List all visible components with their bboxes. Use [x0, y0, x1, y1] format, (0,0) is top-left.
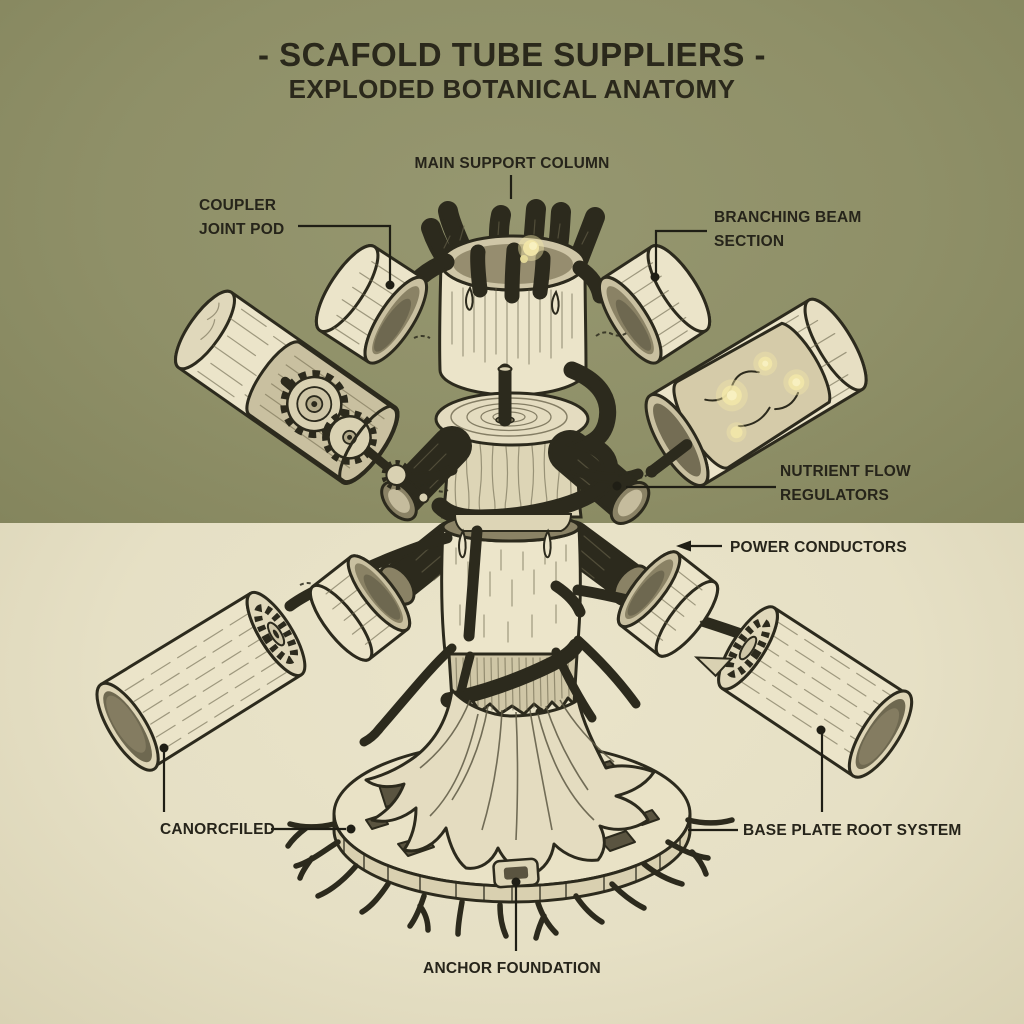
drum-grain: [451, 287, 573, 367]
page-title: - SCAFOLD TUBE SUPPLIERS -: [257, 36, 767, 73]
label-base-plate-root-system: BASE PLATE ROOT SYSTEM: [743, 822, 962, 839]
base-plate-root-system-drawing: [285, 688, 735, 941]
crown-branches: [421, 199, 605, 278]
nutrient-flow-regulators-drawing: [644, 297, 868, 488]
label-main-support-column: MAIN SUPPORT COLUMN: [414, 155, 610, 172]
label-coupler-joint-pod: COUPLER JOINT POD: [199, 197, 285, 238]
page-subtitle: EXPLODED BOTANICAL ANATOMY: [288, 73, 736, 104]
trunk-upper-section: [434, 363, 590, 519]
root-ridges: [419, 699, 615, 841]
assembly-sparkles: [299, 331, 727, 632]
coupler-joint-pod-drawing: [314, 244, 429, 365]
bark-grain: [454, 433, 572, 517]
sap-glow: [518, 235, 544, 263]
lower-right-tube: [693, 605, 914, 779]
power-conductor-ring-right: [616, 550, 720, 658]
anchor-bracket: [492, 857, 540, 889]
lower-left-tube: [95, 590, 307, 772]
shaft-gear: [381, 460, 430, 504]
label-branching-beam-section: BRANCHING BEAM SECTION: [714, 209, 862, 250]
power-conductor-ring-left: [308, 554, 412, 662]
gear-small: [322, 409, 378, 465]
leader-lines: [159, 175, 826, 951]
center-dowel: [497, 363, 513, 427]
label-nutrient-flow-regulators: NUTRIENT FLOW REGULATORS: [780, 463, 911, 504]
outer-root-sprigs: [285, 817, 735, 941]
spiral-pipe-lower: [440, 638, 584, 708]
nutrient-glow-orbs: [715, 351, 810, 443]
label-power-conductors: POWER CONDUCTORS: [730, 539, 907, 556]
gear-tube: [174, 289, 430, 504]
label-anchor-foundation: ANCHOR FOUNDATION: [423, 960, 601, 977]
label-canorcfiled: CANORCFILED: [160, 821, 275, 838]
gear-large: [280, 370, 349, 439]
branching-beam-section-drawing: [597, 244, 712, 365]
poster-header: - SCAFOLD TUBE SUPPLIERS - EXPLODED BOTA…: [0, 36, 1024, 105]
